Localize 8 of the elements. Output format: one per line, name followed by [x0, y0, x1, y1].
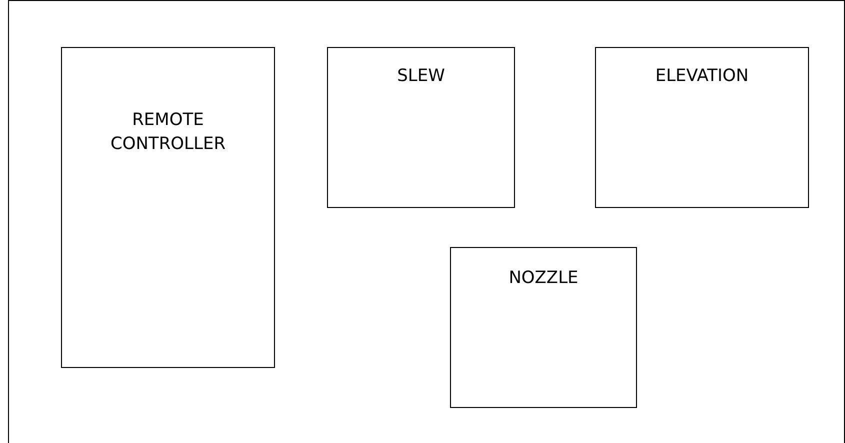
block-box	[61, 47, 275, 368]
block-box	[327, 47, 515, 208]
block-label: SLEW	[396, 65, 446, 88]
block-box	[595, 47, 809, 208]
block-box	[450, 247, 637, 408]
block-label: REMOTE CONTROLLER	[109, 109, 227, 156]
block-label: NOZZLE	[508, 267, 580, 290]
block-label: ELEVATION	[654, 65, 750, 88]
